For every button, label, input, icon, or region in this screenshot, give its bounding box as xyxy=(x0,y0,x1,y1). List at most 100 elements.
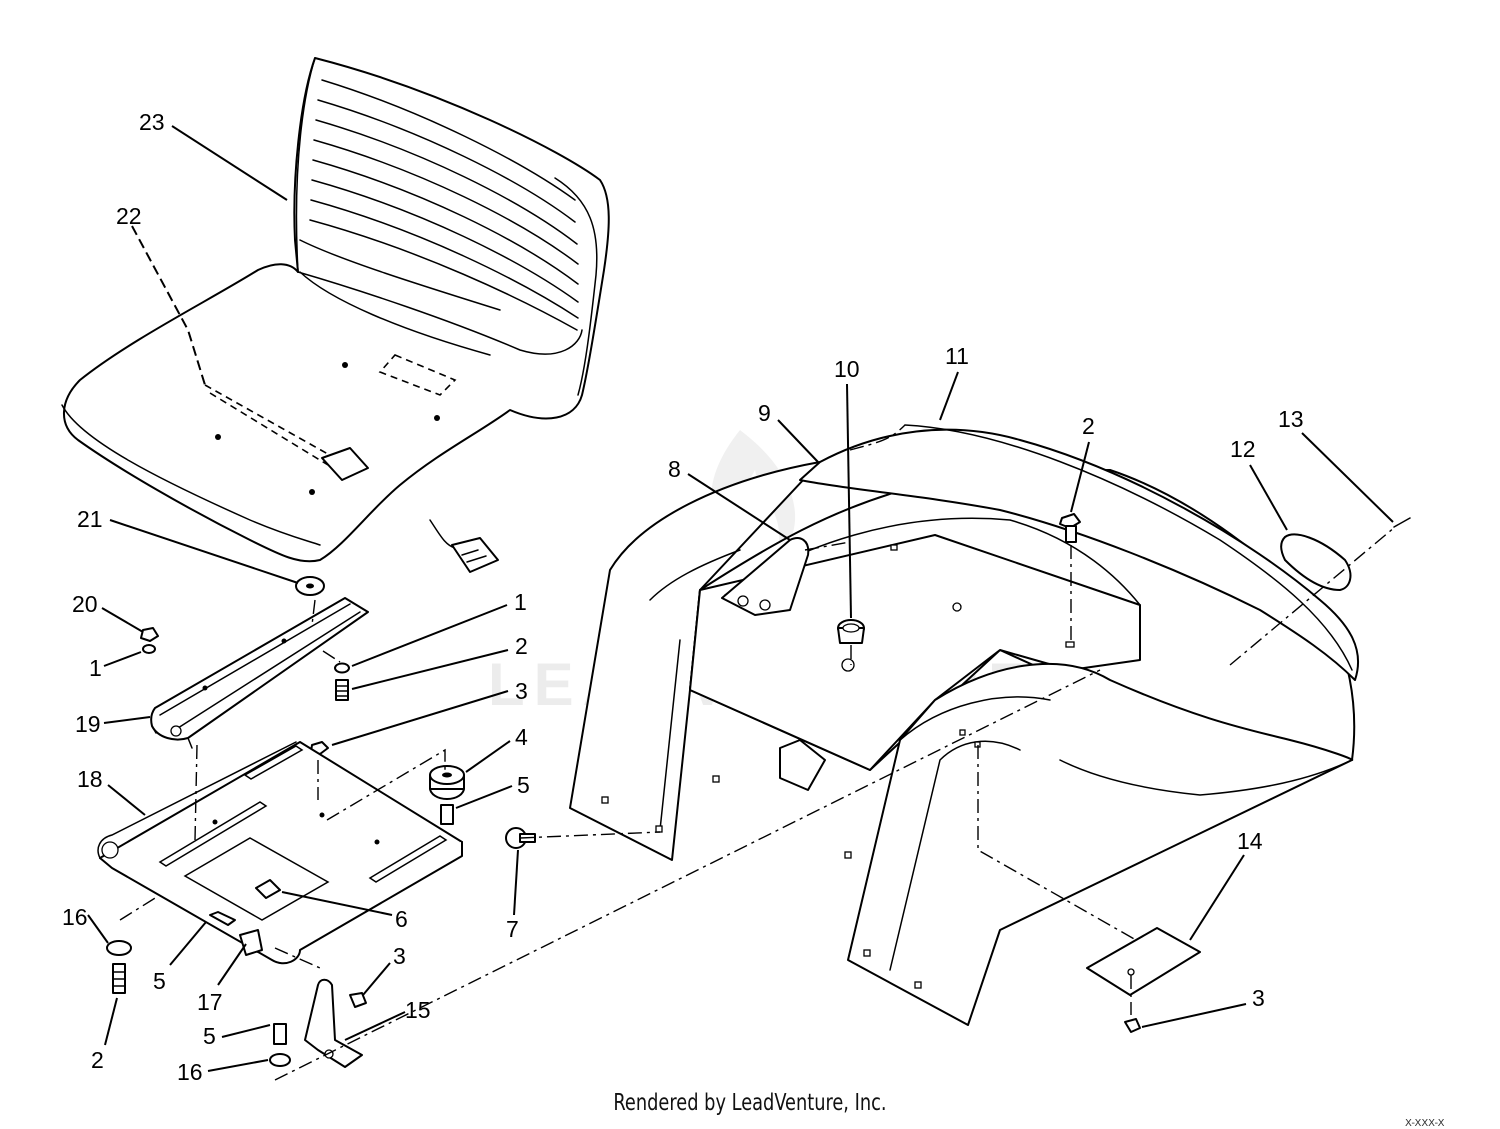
callout-17: 17 xyxy=(197,989,223,1015)
bolt-2c-shank xyxy=(1065,525,1077,543)
callout-23: 23 xyxy=(139,109,165,135)
callout-2-bolt: 2 xyxy=(515,633,528,659)
seat-back-ribs xyxy=(309,79,579,331)
callout-3-pivot-nut: 3 xyxy=(393,943,406,969)
callout-5-pivot-bolt: 5 xyxy=(153,968,166,994)
callout-10: 10 xyxy=(834,356,860,382)
fender-hole-3 xyxy=(712,775,720,783)
fender-hole-7 xyxy=(890,544,898,551)
hinge-bracket-15 xyxy=(304,978,363,1068)
fender-right-panel xyxy=(847,662,1354,1026)
connector-pins xyxy=(461,549,487,563)
callout-5-hinge-bolt: 5 xyxy=(203,1023,216,1049)
fender-hole-10 xyxy=(841,658,855,672)
fender-hole-4 xyxy=(844,851,852,859)
seat-hole-1 xyxy=(342,362,348,368)
callout-8: 8 xyxy=(668,456,681,482)
fender-seat-deck xyxy=(689,534,1141,771)
washer-16a xyxy=(106,940,132,956)
harness-wire xyxy=(204,384,336,466)
callout-21: 21 xyxy=(77,506,103,532)
bolt-5c xyxy=(273,1023,287,1045)
callout-4: 4 xyxy=(515,724,528,750)
fender-label-plate xyxy=(779,739,826,791)
seat-hole-3 xyxy=(215,434,221,440)
spacer-17 xyxy=(239,929,263,956)
harness-plug xyxy=(321,447,369,481)
fender-hole-6 xyxy=(914,981,922,989)
lock-washer-1a xyxy=(142,644,156,654)
callout-22: 22 xyxy=(116,203,142,229)
spacer-plate-14 xyxy=(1086,927,1201,996)
seat-back-face xyxy=(295,57,583,355)
nut-3c xyxy=(1124,1018,1141,1033)
seat-hole-2 xyxy=(434,415,440,421)
reflector-12 xyxy=(1280,533,1352,591)
fender-right-curve xyxy=(889,696,1051,971)
bolt-2a xyxy=(335,679,349,701)
seat xyxy=(61,57,610,563)
seat-shell xyxy=(63,57,610,563)
callout-6: 6 xyxy=(395,906,408,932)
plate-pivot-hole xyxy=(101,841,119,859)
fender-left-curve xyxy=(649,549,741,831)
callout-11: 11 xyxy=(945,343,969,369)
bolt-5b xyxy=(209,911,236,926)
fender-hole-9 xyxy=(952,602,962,612)
washer-21-hole xyxy=(306,583,314,589)
callout-12: 12 xyxy=(1230,436,1256,462)
callout-16-washer: 16 xyxy=(62,904,88,930)
callout-19: 19 xyxy=(75,711,101,737)
nut-20 xyxy=(140,627,159,642)
callout-14: 14 xyxy=(1237,828,1263,854)
bumper-4-hole xyxy=(442,772,452,778)
seat-switch-outline xyxy=(378,354,457,396)
corner-code: X-XXX-X xyxy=(1405,1118,1445,1129)
callout-18: 18 xyxy=(77,766,103,792)
screw-13 xyxy=(1393,517,1411,528)
bolt-5a xyxy=(440,804,454,825)
fender-top-lip xyxy=(799,428,1360,681)
leader-lines xyxy=(87,125,1394,1072)
lock-washer-1b xyxy=(334,662,350,674)
callout-labels: 23 22 21 20 1 19 1 2 3 4 5 18 6 16 5 17 … xyxy=(62,109,1304,1085)
callout-1-washer: 1 xyxy=(514,589,527,615)
footer-credit: Rendered by LeadVenture, Inc. xyxy=(613,1090,887,1116)
grommet-10-hole xyxy=(842,623,860,633)
callout-5-bolt: 5 xyxy=(517,772,530,798)
callout-3-fender-nut: 3 xyxy=(1252,985,1265,1011)
harness-connector xyxy=(451,537,499,573)
callout-16-hinge-washer: 16 xyxy=(177,1059,203,1085)
fender-hole-8 xyxy=(1065,641,1075,648)
switch-plunger-6 xyxy=(255,879,281,899)
callout-7: 7 xyxy=(506,916,519,942)
callout-9: 9 xyxy=(758,400,771,426)
callout-15: 15 xyxy=(405,997,431,1023)
fender-hole-2 xyxy=(655,825,663,833)
seat-side-rim xyxy=(554,177,598,396)
fender-right-curve-2 xyxy=(1059,759,1353,796)
seat-hole-4 xyxy=(309,489,315,495)
callout-13: 13 xyxy=(1278,406,1304,432)
bolt-2b-threads xyxy=(112,971,126,987)
callout-2-pivot-bolt: 2 xyxy=(91,1047,104,1073)
seat-pan-crease xyxy=(299,239,501,356)
seat-switch-harness xyxy=(204,384,499,573)
callout-3-nut: 3 xyxy=(515,678,528,704)
nut-3b xyxy=(349,992,367,1008)
bolt-2a-threads xyxy=(335,685,349,697)
fender-hole-5 xyxy=(863,949,871,957)
rear-fender xyxy=(569,424,1360,1026)
fender-hole-1 xyxy=(601,796,609,804)
callout-2-fender-bolt: 2 xyxy=(1082,413,1095,439)
watermark-flame-logo xyxy=(711,430,796,560)
seat-front-lip xyxy=(61,404,321,546)
fender-lip-edge xyxy=(904,424,1353,671)
slide-bracket xyxy=(150,597,369,749)
fender-hole-11 xyxy=(959,729,966,736)
callout-20: 20 xyxy=(72,591,98,617)
harness-cable xyxy=(429,519,456,549)
mounting-plate xyxy=(97,741,463,965)
assembly-lines xyxy=(119,424,1396,1081)
